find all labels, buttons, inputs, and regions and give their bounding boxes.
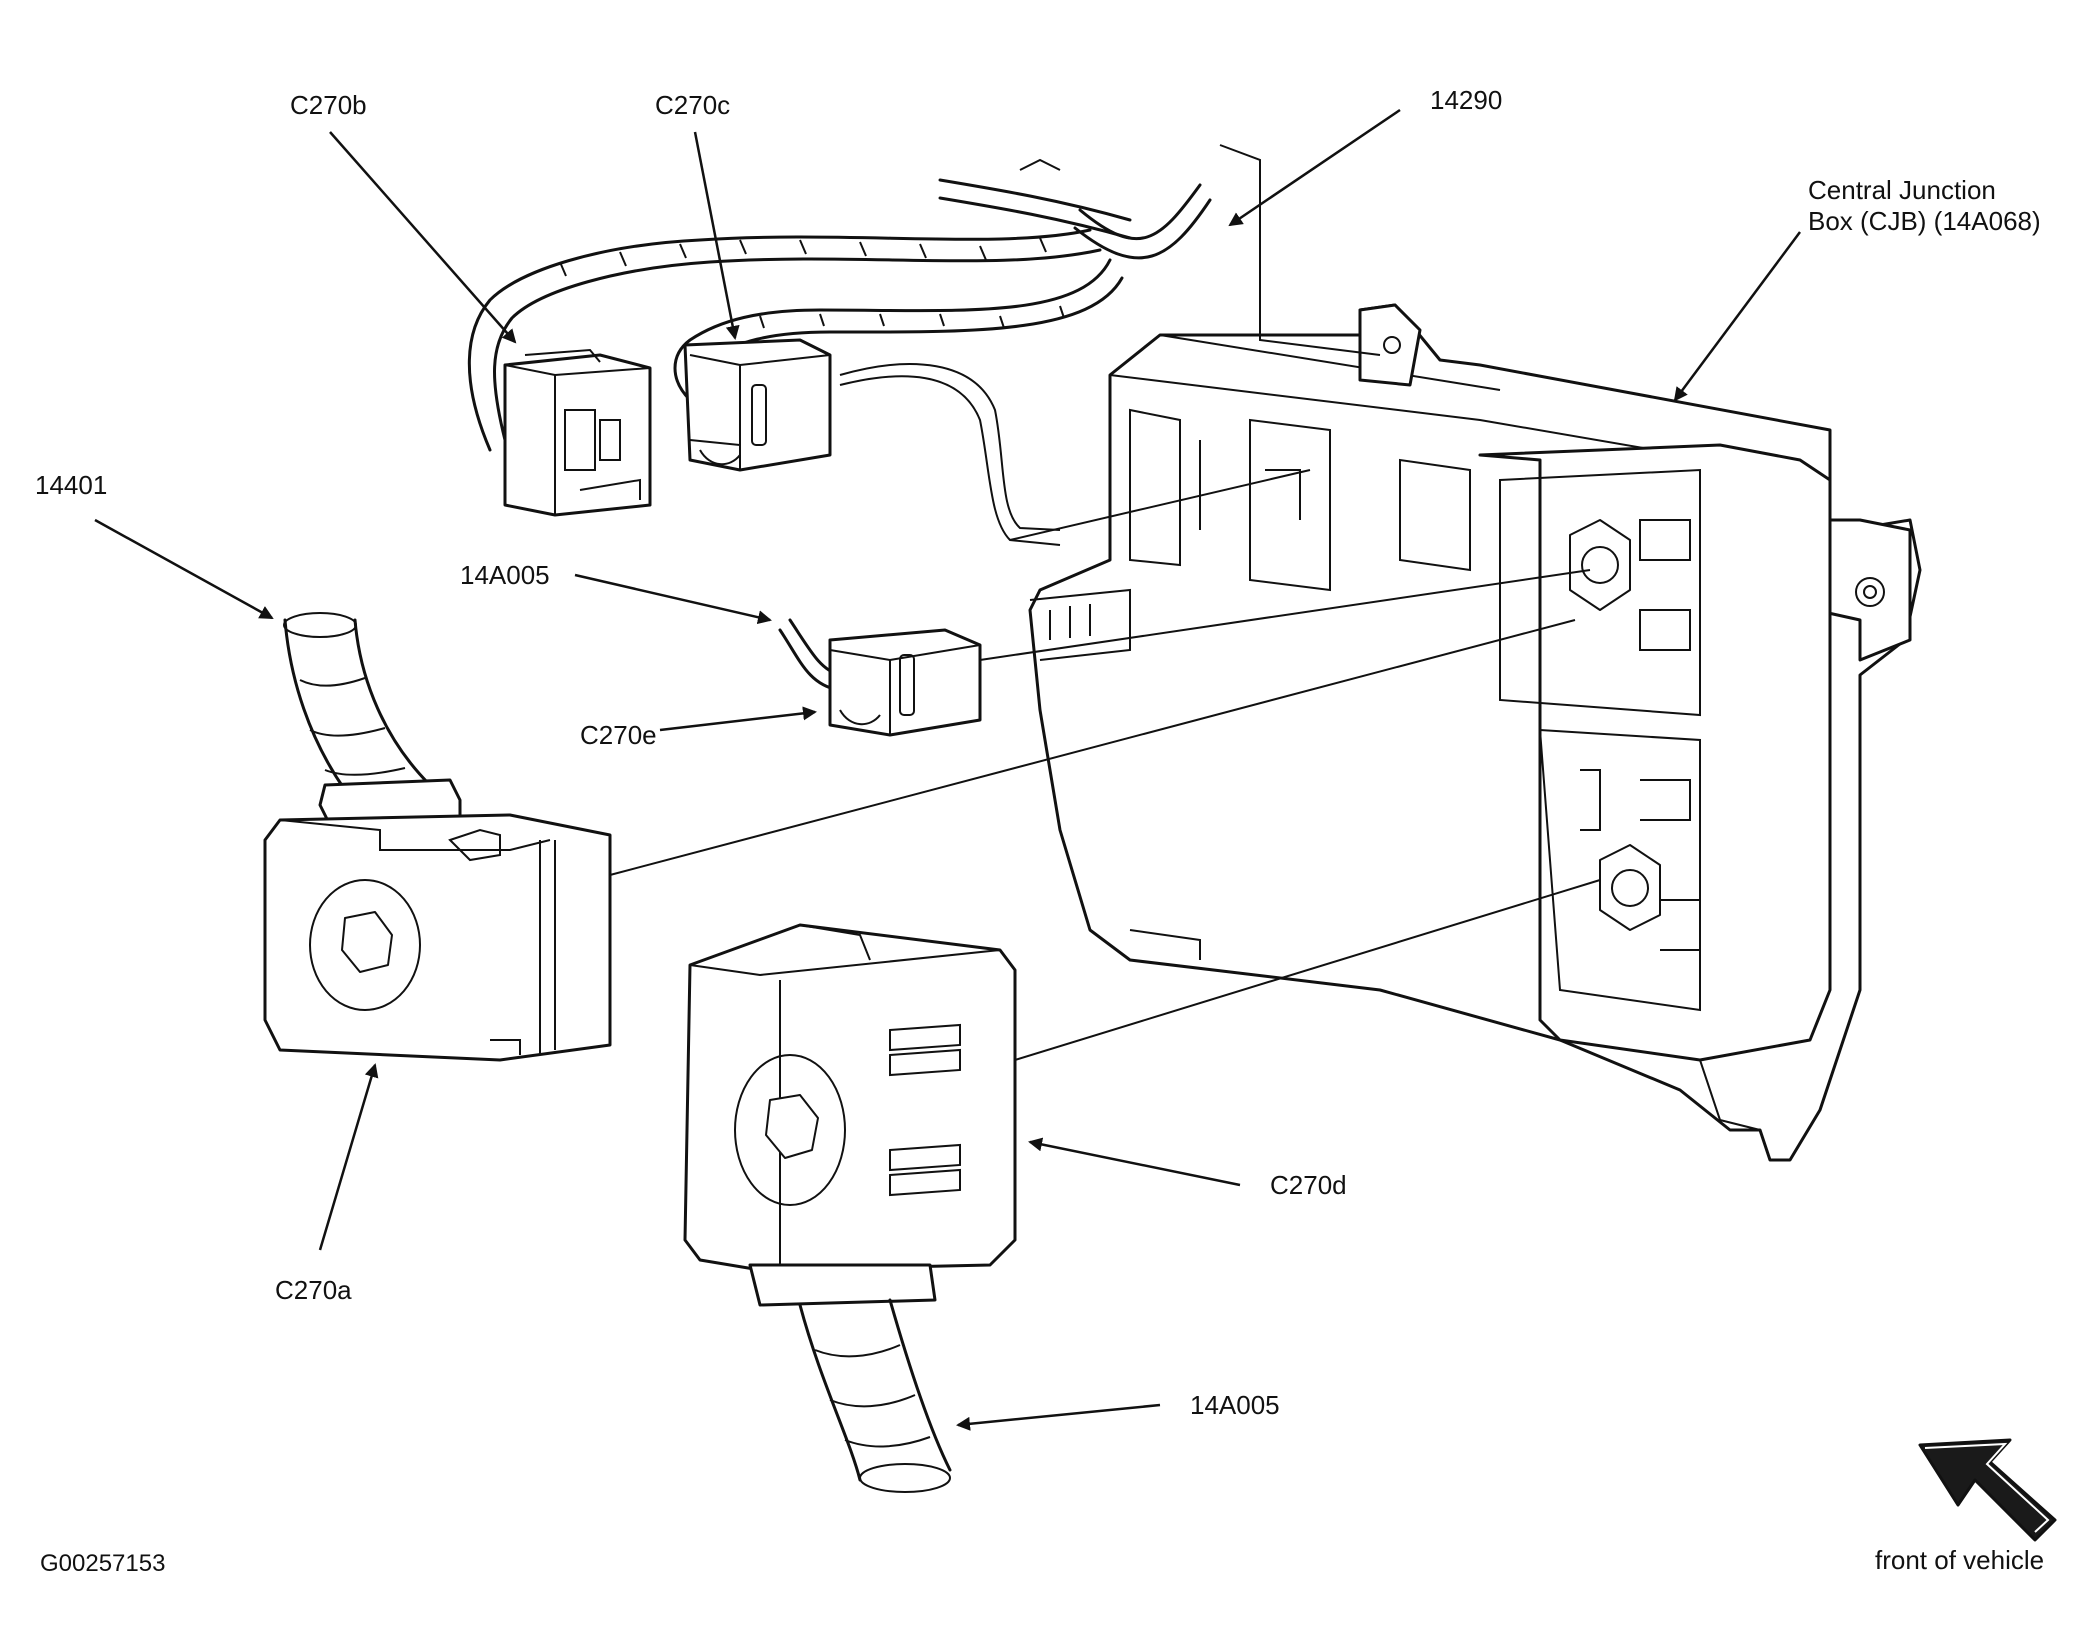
leader-14a005-top [574,573,772,625]
figure-id: G00257153 [40,1550,166,1577]
label-14290: 14290 [1430,85,1503,115]
leader-c270d [1028,1137,1241,1187]
leader-cjb [1673,231,1802,402]
label-c270e: C270e [580,720,657,750]
leader-c270e [659,706,817,732]
harness-14290 [467,144,1381,546]
leader-c270b [329,131,517,344]
connector-c270a [263,612,1576,1062]
label-14401: 14401 [35,470,108,500]
leader-c270c [693,131,740,340]
leader-lines [94,108,1802,1431]
leader-14401 [94,518,274,620]
label-c270c: C270c [655,90,731,120]
connector-c270d [683,879,1601,1493]
connector-c270e [778,569,1591,737]
label-c270a: C270a [275,1275,352,1305]
label-c270d: C270d [1270,1170,1347,1200]
leader-14a005-bottom [956,1403,1161,1431]
connector-c270c [683,338,832,472]
leader-c270a [318,1063,379,1251]
connector-c270b [503,348,652,517]
label-14a005-bottom: 14A005 [1190,1390,1280,1420]
label-c270b: C270b [290,90,367,120]
front-of-vehicle-arrow-icon [1918,1438,2057,1542]
label-14a005-top: 14A005 [460,560,550,590]
leader-14290 [1228,108,1401,227]
label-central-junction-box: Central Junction Box (CJB) (14A068) [1808,175,2041,237]
label-front-of-vehicle: front of vehicle [1875,1545,2045,1575]
central-junction-box [1028,303,1922,1162]
